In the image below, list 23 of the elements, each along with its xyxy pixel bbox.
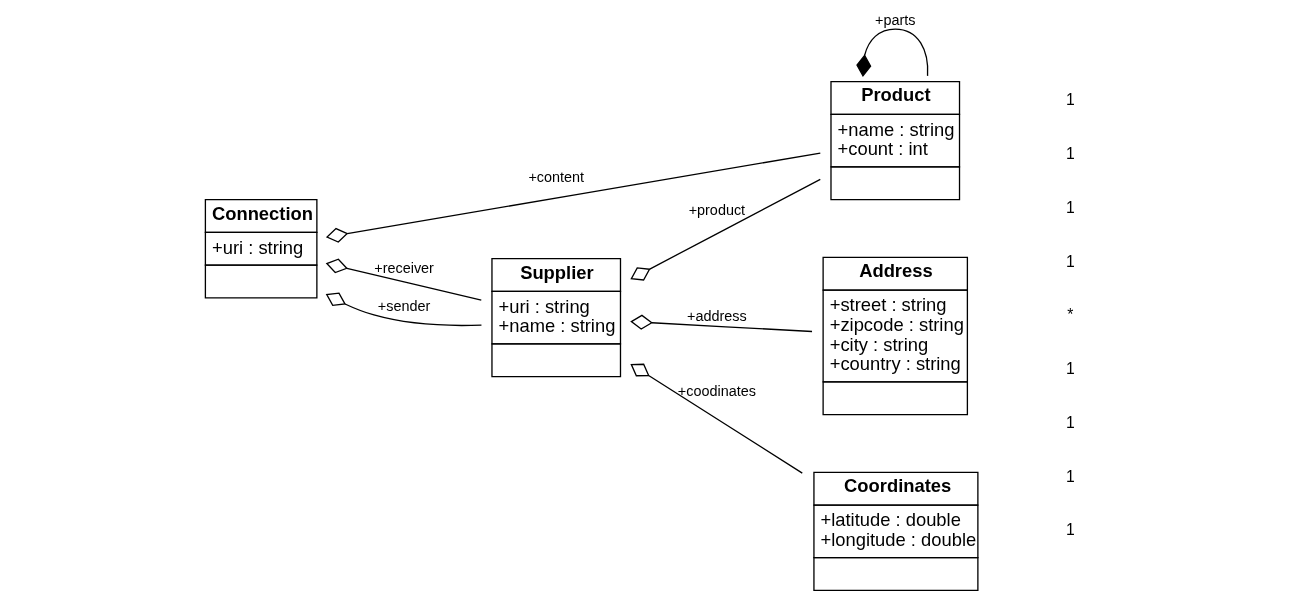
- connector: [630, 178, 821, 281]
- connector: [325, 258, 482, 301]
- label: *: [1067, 306, 1074, 324]
- label: 1: [1065, 360, 1075, 378]
- edge-label: +content: [528, 169, 585, 186]
- label: 1: [1065, 413, 1075, 431]
- connector: [630, 363, 803, 474]
- label: 1: [1065, 198, 1075, 216]
- label: 1: [1065, 252, 1075, 270]
- label: 1: [1065, 145, 1075, 163]
- label: 1: [1065, 521, 1075, 539]
- label: 1: [1065, 467, 1075, 485]
- connector: [325, 152, 821, 243]
- edge-label: +coodinates: [677, 383, 756, 400]
- connector: [325, 292, 483, 327]
- edge-label: +product: [688, 202, 746, 219]
- edge-label: +sender: [377, 297, 431, 314]
- edge-label: +address: [687, 308, 747, 325]
- label: 1: [1065, 91, 1075, 109]
- edge-label: +parts: [875, 11, 916, 28]
- connector: [856, 28, 929, 78]
- edge-label: +receiver: [374, 259, 434, 276]
- connector: [630, 314, 813, 333]
